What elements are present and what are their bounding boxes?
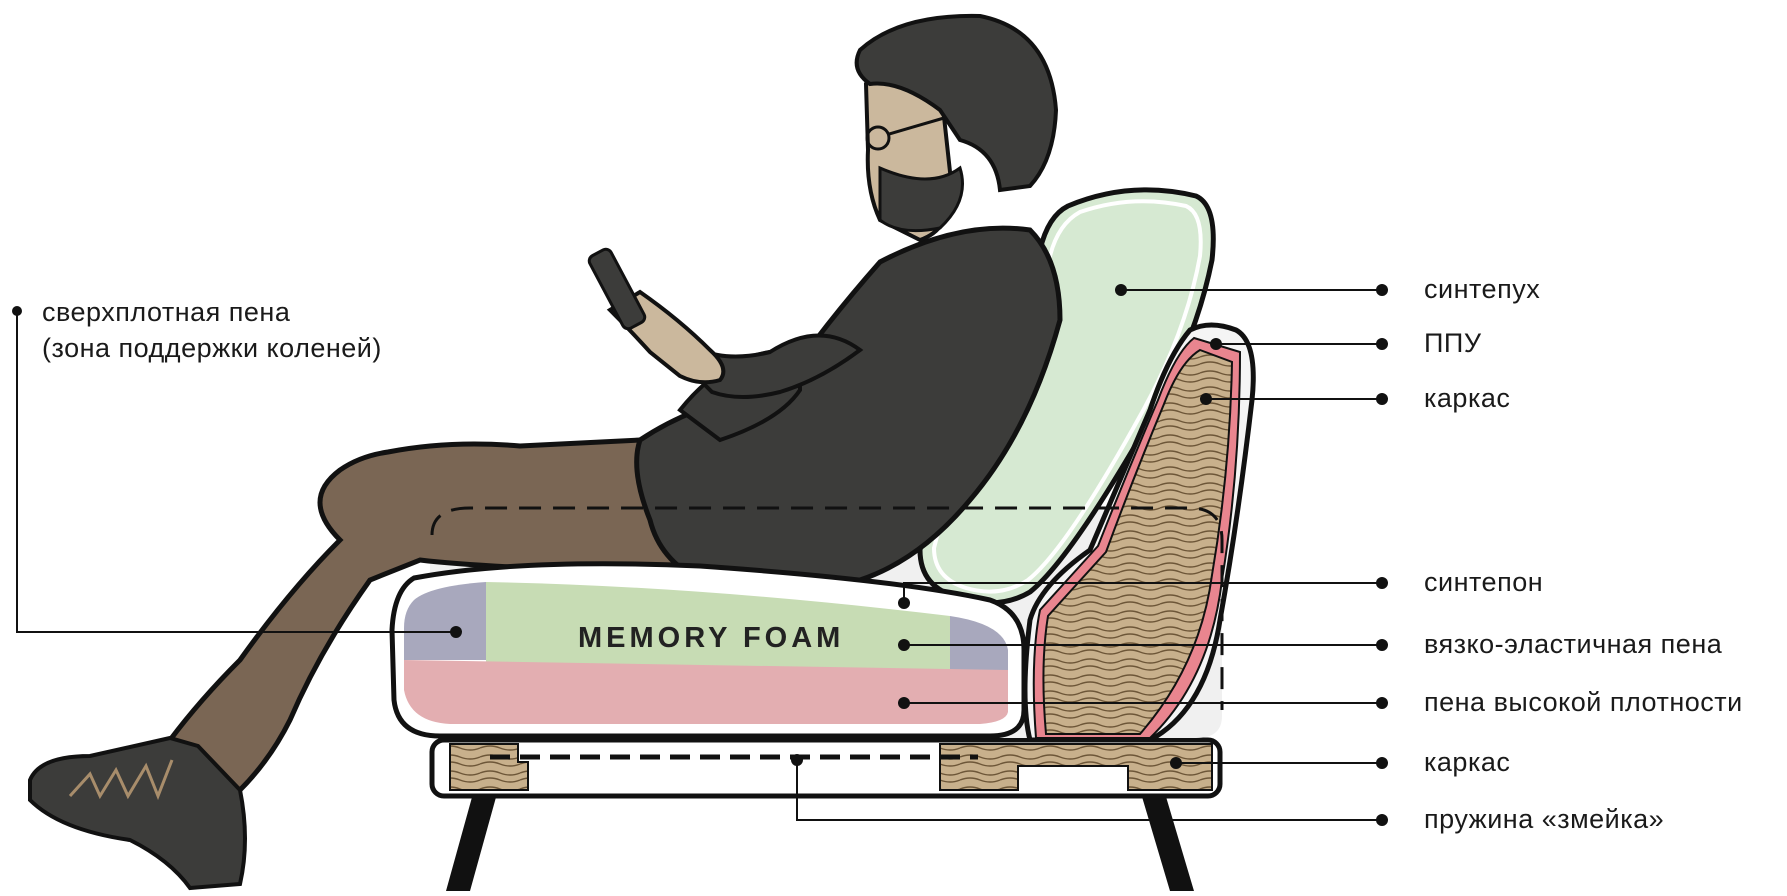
label-frame-back: каркас — [1424, 383, 1511, 413]
person-arms — [587, 247, 864, 399]
glasses-icon — [865, 125, 891, 151]
label-viscoelastic: вязко-эластичная пена — [1424, 629, 1723, 659]
base-frame — [429, 737, 1223, 799]
label-sintepuh: синтепух — [1424, 274, 1541, 304]
back-frame — [1022, 322, 1256, 743]
leader-lines — [16, 289, 1382, 821]
sofa-legs — [446, 790, 1194, 891]
label-frame-base: каркас — [1424, 747, 1511, 777]
cushion-outline — [430, 506, 1224, 710]
memory-foam-label: MEMORY FOAM — [578, 622, 845, 654]
phone-icon — [587, 247, 647, 331]
seat-cushion — [389, 561, 1027, 739]
shoe-icon — [28, 735, 247, 891]
leader-dots — [12, 284, 1388, 826]
label-ppu: ППУ — [1424, 328, 1482, 358]
label-high-density: пена высокой плотности — [1424, 687, 1743, 717]
label-knee-support-line1: сверхплотная пена — [42, 297, 291, 327]
label-sintepon: синтепон — [1424, 567, 1544, 597]
label-knee-support-line2: (зона поддержки коленей) — [42, 333, 382, 363]
person-head — [854, 13, 1059, 243]
label-spring: пружина «змейка» — [1424, 804, 1665, 834]
